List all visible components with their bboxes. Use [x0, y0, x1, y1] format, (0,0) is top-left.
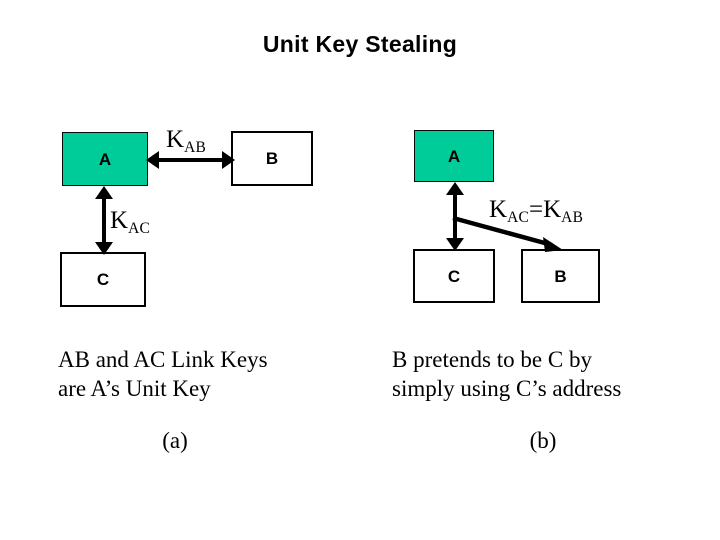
panel-b-node-a-label: A: [447, 146, 461, 166]
panel-b-caption: B pretends to be C by simply using C’s a…: [392, 347, 622, 402]
panel-b-key-left-subscript: AC: [507, 208, 529, 226]
panel-a-arrow-ac-shaft: [102, 194, 106, 246]
panel-b-arrow-spoof: [452, 215, 563, 252]
panel-b-arrow-ac-head-up: [446, 182, 464, 195]
panel-b-arrow-ac-shaft: [453, 190, 457, 242]
panel-b-node-c-label: C: [447, 266, 461, 286]
panel-b-key-right-base: K: [543, 196, 562, 223]
panel-a-key-ab-base: K: [166, 126, 185, 153]
panel-a-node-b[interactable]: B: [231, 131, 313, 186]
panel-a-key-label-ac: KAC: [110, 207, 150, 236]
panel-a-key-ac-subscript: AC: [128, 219, 150, 237]
panel-b-node-b-label: B: [554, 266, 567, 286]
panel-b-key-operator: =: [529, 196, 544, 223]
page-title: Unit Key Stealing: [262, 31, 458, 57]
panel-b-arrow-ac-head-down: [446, 238, 464, 251]
panel-a-node-b-label: B: [265, 149, 279, 168]
panel-b-key-left-base: K: [489, 196, 508, 223]
panel-a-arrow-ab-head-left: [146, 151, 159, 169]
panel-a-node-a-label: A: [98, 149, 112, 169]
panel-a-key-ac-base: K: [110, 207, 129, 234]
panel-a-node-c[interactable]: C: [60, 252, 146, 307]
panel-a-key-label-ab: KAB: [166, 126, 206, 155]
panel-a-arrow-ab-shaft: [152, 158, 226, 162]
panel-a-sublabel: (a): [162, 428, 188, 453]
panel-a-arrow-ac-head-down: [95, 242, 113, 255]
panel-a-node-c-label: C: [96, 270, 110, 289]
panel-a-key-ab-subscript: AB: [184, 138, 206, 156]
panel-a-node-a[interactable]: A: [62, 132, 148, 186]
panel-a-caption: AB and AC Link Keys are A’s Unit Key: [58, 347, 268, 402]
panel-b-node-a[interactable]: A: [414, 130, 494, 182]
panel-b-key-equation: KAC=KAB: [489, 196, 583, 225]
panel-a-arrow-ac-head-up: [95, 186, 113, 199]
panel-b-sublabel: (b): [529, 428, 557, 453]
panel-b-arrow-spoof-shaft: [452, 215, 553, 248]
panel-b-key-right-subscript: AB: [561, 208, 584, 226]
panel-b-arrow-spoof-head: [543, 237, 563, 252]
panel-a-arrow-ab-head-right: [222, 151, 235, 169]
